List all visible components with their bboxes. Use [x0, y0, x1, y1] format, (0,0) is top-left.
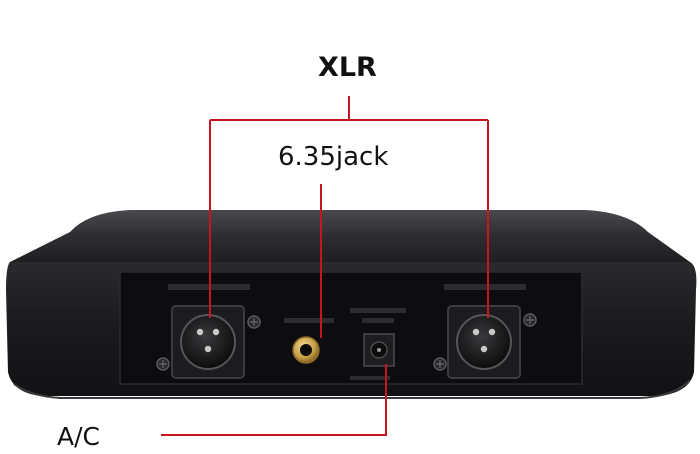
device-top-surface	[10, 210, 690, 262]
screw-icon	[247, 315, 261, 329]
screw-icon	[156, 357, 170, 371]
panel-marking-dc3	[350, 376, 390, 380]
dc-power-socket-icon	[363, 333, 395, 367]
callout-lines	[161, 96, 489, 436]
panel-marking-right	[444, 284, 526, 290]
ac-label: A/C	[57, 422, 100, 451]
panel-marking-dc1	[350, 308, 406, 313]
screw-icon	[433, 357, 447, 371]
panel-marking-mix	[284, 318, 334, 323]
device-bottom-edge	[13, 379, 691, 399]
xlr-connector-icon	[171, 305, 245, 379]
xlr-label: XLR	[318, 52, 377, 83]
jack-socket-icon	[292, 336, 320, 364]
ac-callout-line	[161, 364, 387, 436]
xlr-callout-line	[209, 96, 489, 318]
panel-marking-dc2	[362, 318, 394, 323]
jack-label: 6.35jack	[278, 142, 389, 172]
xlr-connector-icon	[447, 305, 521, 379]
screw-icon	[523, 313, 537, 327]
